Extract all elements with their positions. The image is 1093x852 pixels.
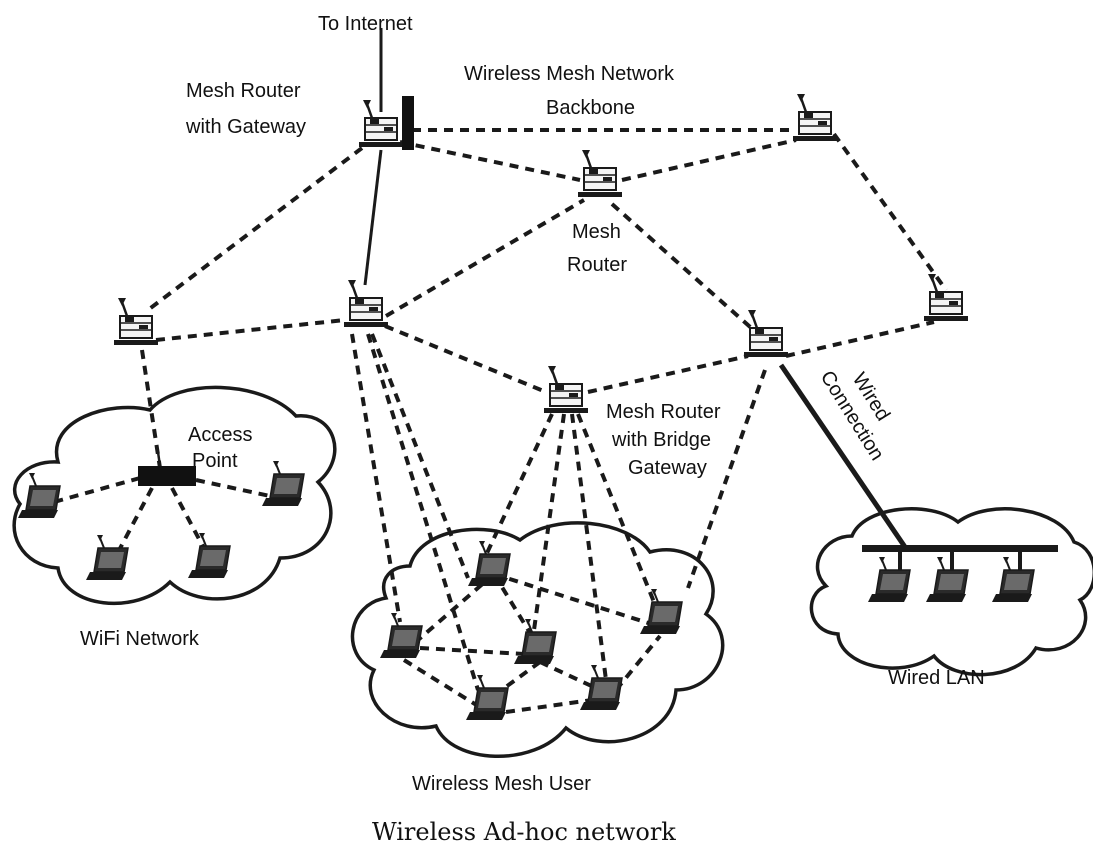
mesh-router-icon xyxy=(576,148,624,199)
wired-connection-link xyxy=(778,363,908,549)
backbone-label-line1: Wireless Mesh Network xyxy=(464,63,675,85)
mesh-router-label-line1: Mesh xyxy=(572,221,621,243)
gateway-wired-link xyxy=(363,149,383,286)
mesh-router-icon xyxy=(742,308,790,359)
wired-lan-label: Wired LAN xyxy=(888,667,985,689)
access-point-label-line1: Access xyxy=(188,424,252,446)
wired-links xyxy=(363,28,908,549)
mesh-router-icon xyxy=(791,92,839,143)
wifi-links xyxy=(53,349,271,557)
internet-label: To Internet xyxy=(318,13,413,35)
wireless-mesh-user-label: Wireless Mesh User xyxy=(412,773,591,795)
mesh-user-links xyxy=(350,333,767,714)
gateway-label-line2: with Gateway xyxy=(185,116,306,138)
access-point xyxy=(138,451,196,486)
bridge-gateway-router-icon xyxy=(542,364,590,415)
access-point-label-line2: Point xyxy=(192,450,238,472)
mesh-router-icon xyxy=(342,278,390,329)
mesh-router-icon xyxy=(922,272,970,323)
mesh-router-label-line2: Router xyxy=(567,254,627,276)
backbone-label-line2: Backbone xyxy=(546,97,635,119)
figure-caption: Wireless Ad-hoc network xyxy=(372,818,676,846)
backbone-links xyxy=(146,128,948,394)
lan-bus xyxy=(862,545,1058,572)
gateway-label-line1: Mesh Router xyxy=(186,80,301,102)
access-point-icon xyxy=(138,466,196,486)
bridge-label-line2: with Bridge xyxy=(611,429,711,451)
bridge-label-line3: Gateway xyxy=(628,457,707,479)
bridge-label-line1: Mesh Router xyxy=(606,401,721,423)
wifi-network-label: WiFi Network xyxy=(80,628,200,650)
gateway-router xyxy=(357,96,414,150)
gateway-icon xyxy=(402,96,414,150)
